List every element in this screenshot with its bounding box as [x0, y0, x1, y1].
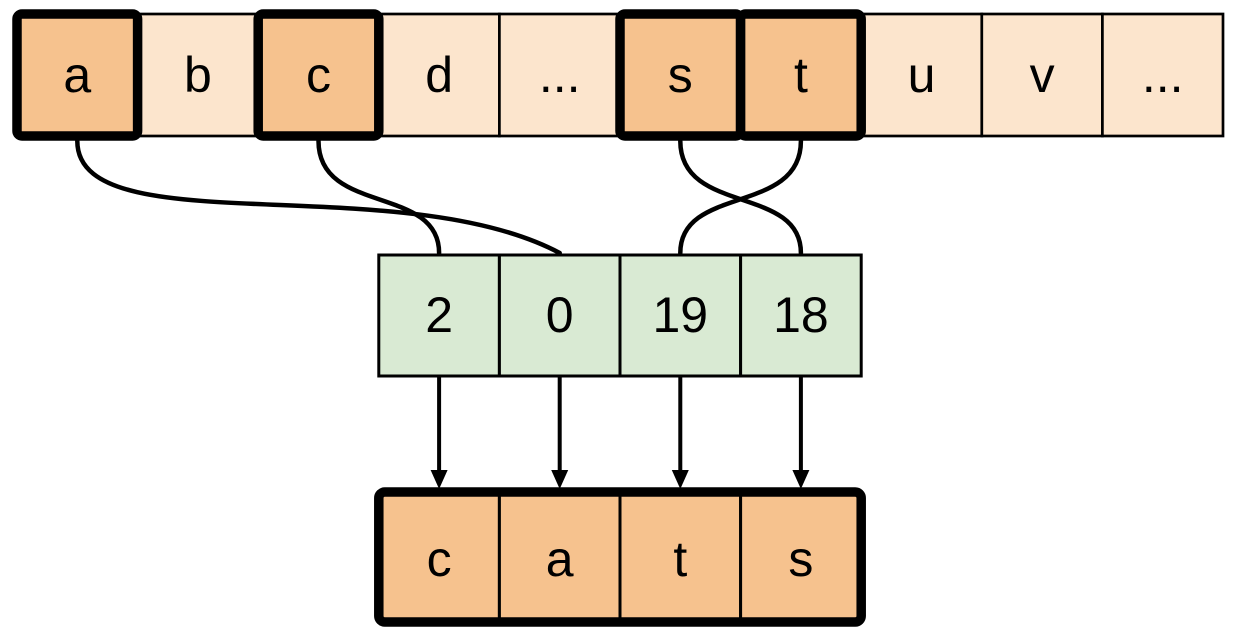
alphabet-cell-label: u: [908, 47, 936, 103]
alphabet-cell-label: t: [794, 47, 808, 103]
alphabet-cell: [1101, 12, 1225, 138]
alphabet-cell-label: s: [668, 47, 693, 103]
alphabet-row: a b c d ... s t u v ...: [12, 9, 1225, 141]
alphabet-cell-label: a: [63, 47, 91, 103]
index-cell-value: 0: [546, 287, 574, 343]
alphabet-cell: [136, 12, 260, 138]
alphabet-cell-label: c: [306, 47, 331, 103]
mapping-curve-t-to-19: [678, 138, 804, 256]
output-row-frame: [374, 487, 866, 627]
output-cell-label: t: [673, 531, 687, 587]
down-arrows: [430, 377, 810, 489]
index-cell: [739, 253, 863, 378]
alphabet-cell: [980, 12, 1104, 138]
alphabet-cell: [377, 12, 501, 138]
index-cell-value: 19: [652, 287, 708, 343]
alphabet-cell-label: b: [184, 47, 212, 103]
output-cell-label: s: [788, 531, 813, 587]
down-arrow-head: [430, 470, 448, 489]
alphabet-cell-highlighted-c: [253, 9, 384, 141]
mapping-curve-c-to-2: [316, 138, 442, 256]
alphabet-cell-label: v: [1030, 47, 1055, 103]
mapping-curves: [75, 138, 804, 256]
alphabet-cell-label: d: [425, 47, 453, 103]
output-cell-label: a: [546, 531, 574, 587]
output-cell-label: c: [427, 531, 452, 587]
index-cell-value: 2: [425, 287, 453, 343]
index-cell: [618, 253, 743, 378]
down-arrow-head: [551, 470, 569, 489]
mapping-curve-a-to-0: [75, 138, 562, 256]
alphabet-cell-highlighted-a: [12, 9, 143, 141]
down-arrow-head: [792, 470, 810, 489]
alphabet-cell-highlighted-t: [735, 9, 866, 141]
down-arrow-head: [671, 470, 689, 489]
index-cell-value: 18: [773, 287, 829, 343]
alphabet-cell-label: ...: [539, 47, 581, 103]
index-cell: [377, 253, 501, 378]
index-row: 2 0 19 18: [377, 253, 863, 378]
alphabet-cell: [498, 12, 622, 138]
output-row: c a t s: [374, 487, 866, 627]
alphabet-cell-label: ...: [1142, 47, 1184, 103]
